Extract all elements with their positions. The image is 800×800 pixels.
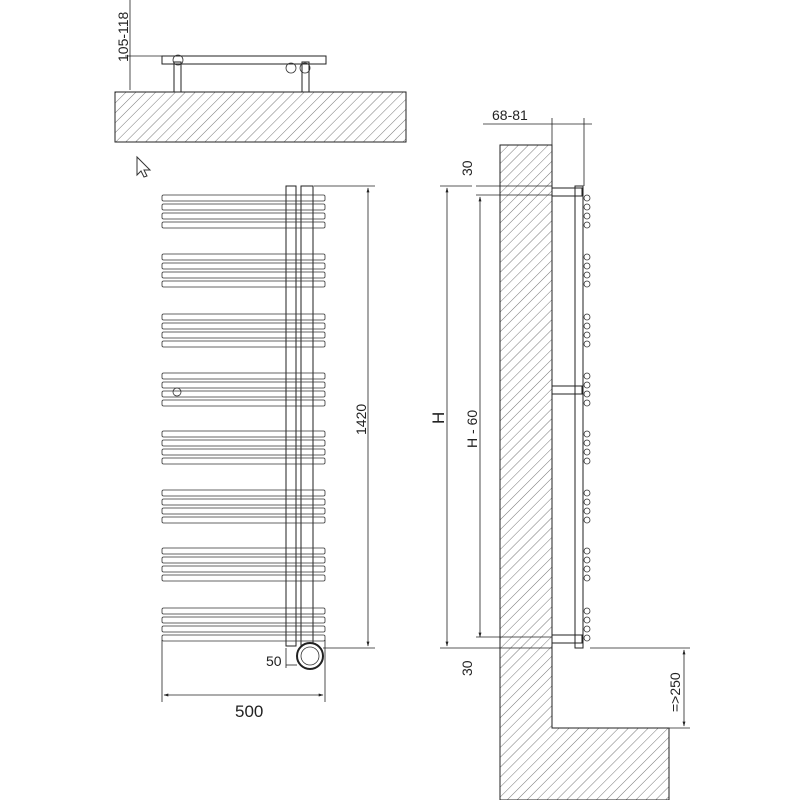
rail-end-circle xyxy=(583,313,591,321)
side-view: 68-81 30 H H - 60 30 =>250 xyxy=(429,107,690,800)
rail-bar xyxy=(161,372,326,380)
rail-bar xyxy=(161,625,326,633)
rail-bar xyxy=(161,439,326,447)
rail-end-circle xyxy=(583,194,591,202)
cursor-arrow-icon xyxy=(136,155,152,178)
front-view: 1420 500 50 xyxy=(161,185,375,721)
rail-end-circle xyxy=(583,565,591,573)
rail-end-circle xyxy=(583,547,591,555)
rail-bar xyxy=(161,607,326,615)
rail-bar xyxy=(161,507,326,515)
rail-end-circle xyxy=(583,516,591,524)
rail-end-circle xyxy=(583,280,591,288)
rail-end-circle xyxy=(583,507,591,515)
rail-bar xyxy=(161,547,326,555)
rail-end-circle xyxy=(583,203,591,211)
rail-end-circle xyxy=(583,381,591,389)
rail-end-circle xyxy=(583,498,591,506)
bracket-depth-label: 68-81 xyxy=(492,107,528,123)
rail-bar xyxy=(161,616,326,624)
rail-bar xyxy=(161,399,326,407)
rail-bar xyxy=(161,634,326,642)
top-bracket-right xyxy=(301,61,310,93)
rail-end-circle xyxy=(583,399,591,407)
rail-bar xyxy=(161,322,326,330)
rail-bar xyxy=(161,313,326,321)
width-label: 500 xyxy=(235,702,263,721)
rail-groups xyxy=(161,194,326,642)
collector-left xyxy=(285,185,297,647)
collector-right xyxy=(300,185,314,647)
rail-bar xyxy=(161,381,326,389)
heating-element-knob xyxy=(172,387,182,397)
rail-bar xyxy=(161,556,326,564)
h-label: H xyxy=(429,412,448,424)
top-bracket-left xyxy=(173,61,182,93)
rail-end-circle xyxy=(583,625,591,633)
rail-end-circle xyxy=(583,322,591,330)
rail-bar xyxy=(161,340,326,348)
rail-bar xyxy=(161,565,326,573)
h60-label: H - 60 xyxy=(464,410,480,448)
rail-end-circle xyxy=(583,439,591,447)
rail-end-circle xyxy=(583,607,591,615)
rail-end-circle xyxy=(583,616,591,624)
rail-bar xyxy=(161,498,326,506)
rail-end-circle xyxy=(583,262,591,270)
rail-bar xyxy=(161,271,326,279)
rail-bar xyxy=(161,390,326,398)
rail-end-circle xyxy=(583,372,591,380)
wall-section-top xyxy=(114,91,407,143)
rail-end-circle xyxy=(583,457,591,465)
rail-bar xyxy=(161,280,326,288)
rail-end-circle xyxy=(583,340,591,348)
rail-end-circle xyxy=(583,430,591,438)
rail-bar xyxy=(161,516,326,524)
top-valve-left xyxy=(172,54,184,66)
rail-bar xyxy=(161,203,326,211)
rail-bar xyxy=(161,212,326,220)
wall-and-floor-section xyxy=(499,144,670,800)
rail-bar xyxy=(161,331,326,339)
height-label: 1420 xyxy=(353,404,369,435)
floor-clearance-label: =>250 xyxy=(667,672,683,712)
radiator-top-plate xyxy=(161,55,327,65)
rail-bar xyxy=(161,489,326,497)
top-view: 105-118 xyxy=(114,0,407,143)
rail-end-circle xyxy=(583,212,591,220)
side-bracket-mid xyxy=(551,385,583,395)
top-valve-right xyxy=(299,62,311,74)
rail-end-circle xyxy=(583,574,591,582)
top-clearance-label: 30 xyxy=(459,160,475,176)
rail-bar xyxy=(161,221,326,229)
rail-end-circle xyxy=(583,331,591,339)
rail-bar xyxy=(161,448,326,456)
offset-label: 50 xyxy=(266,653,282,669)
rail-end-circle xyxy=(583,556,591,564)
rail-end-circle xyxy=(583,271,591,279)
rail-end-circle xyxy=(583,489,591,497)
rail-bar xyxy=(161,457,326,465)
side-rail-circles xyxy=(583,194,591,642)
side-bracket-bottom xyxy=(551,634,583,644)
rail-end-circle xyxy=(583,253,591,261)
rail-bar xyxy=(161,262,326,270)
mount-depth-label: 105-118 xyxy=(115,11,131,62)
side-collector xyxy=(574,185,584,649)
bottom-pipe-inner xyxy=(300,646,320,666)
rail-bar xyxy=(161,574,326,582)
bottom-clearance-label: 30 xyxy=(459,660,475,676)
rail-bar xyxy=(161,430,326,438)
side-bracket-top xyxy=(551,187,583,197)
rail-end-circle xyxy=(583,221,591,229)
rail-bar xyxy=(161,194,326,202)
rail-end-circle xyxy=(583,448,591,456)
top-valve-mid xyxy=(285,62,297,74)
rail-end-circle xyxy=(583,390,591,398)
rail-bar xyxy=(161,253,326,261)
rail-end-circle xyxy=(583,634,591,642)
